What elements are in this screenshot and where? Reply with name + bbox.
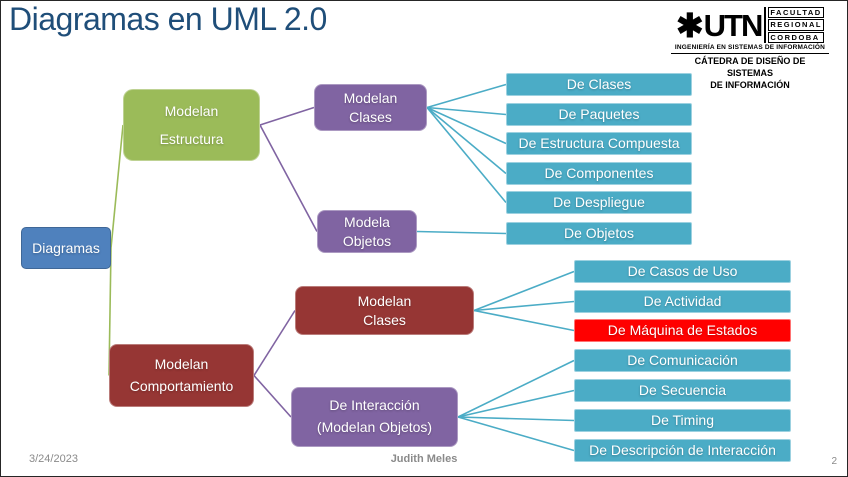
node-de-clases: De Clases	[506, 73, 692, 96]
node-de-comunicacion: De Comunicación	[574, 349, 791, 372]
utn-faculty-line: REGIONAL	[768, 19, 824, 31]
node-de-componentes: De Componentes	[506, 162, 692, 185]
utn-gear-icon: ✱	[676, 6, 704, 44]
utn-acronym: UTN	[703, 7, 764, 43]
node-de-casos-de-uso: De Casos de Uso	[574, 260, 791, 283]
node-de-actividad: De Actividad	[574, 290, 791, 313]
node-modelan-clases-comportamiento: Modelan Clases	[295, 286, 474, 335]
utn-faculty-line: CORDOBA	[768, 31, 824, 44]
node-de-despliegue: De Despliegue	[506, 191, 692, 214]
node-modelan-comportamiento: Modelan Comportamiento	[109, 344, 254, 407]
utn-faculty-stack: FACULTAD REGIONAL CORDOBA	[764, 7, 824, 44]
utn-logo-row: ✱ UTN FACULTAD REGIONAL CORDOBA	[676, 6, 824, 44]
catedra-caption: CÁTEDRA DE DISEÑO DE SISTEMAS DE INFORMA…	[671, 53, 829, 91]
node-de-descripcion-de-interaccion: De Descripción de Interacción	[574, 439, 791, 462]
node-de-objetos: De Objetos	[506, 222, 692, 245]
node-de-paquetes: De Paquetes	[506, 103, 692, 126]
node-modela-objetos: Modela Objetos	[317, 210, 417, 253]
node-de-timing: De Timing	[574, 409, 791, 432]
utn-faculty-line: FACULTAD	[768, 7, 824, 19]
node-de-estructura-compuesta: De Estructura Compuesta	[506, 132, 692, 155]
footer-date: 3/24/2023	[29, 453, 78, 465]
node-modelan-estructura: Modelan Estructura	[123, 89, 260, 161]
node-modelan-clases-estructura: Modelan Clases	[314, 84, 427, 131]
page-number: 2	[831, 456, 837, 467]
footer-author: Judith Meles	[390, 453, 458, 465]
slide-title: Diagramas en UML 2.0	[9, 1, 327, 37]
node-de-secuencia: De Secuencia	[574, 379, 791, 402]
utn-program-caption: INGENIERÍA EN SISTEMAS DE INFORMACIÓN	[674, 44, 826, 52]
utn-logo: ✱ UTN FACULTAD REGIONAL CORDOBA INGENIER…	[665, 7, 835, 91]
node-diagramas: Diagramas	[21, 227, 111, 269]
node-de-maquina-de-estados: De Máquina de Estados	[574, 319, 791, 342]
node-de-interaccion: De Interacción (Modelan Objetos)	[291, 387, 458, 447]
